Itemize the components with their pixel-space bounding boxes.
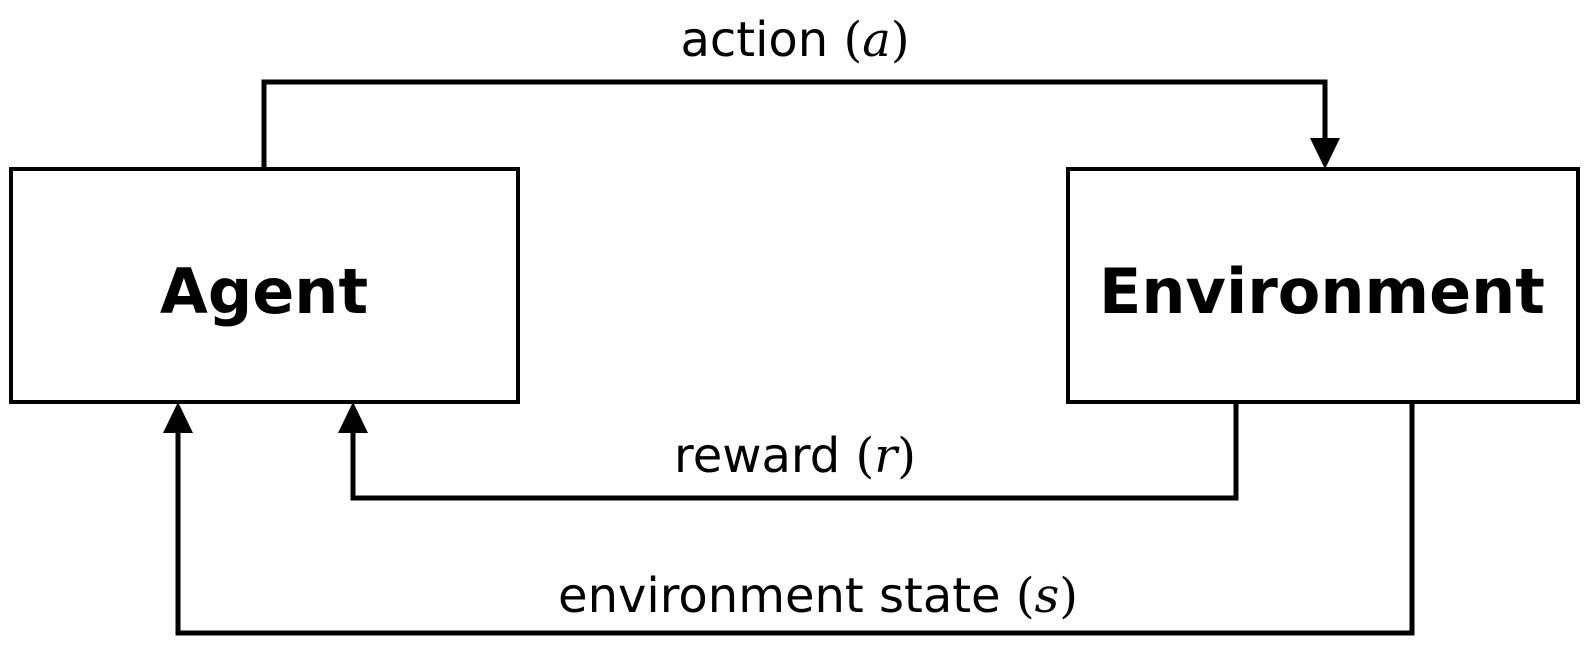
action-connector <box>261 79 1328 169</box>
action-edge <box>261 79 1340 169</box>
agent-label: Agent <box>160 255 368 328</box>
reward-edge <box>338 402 1239 501</box>
state-connector <box>175 402 1415 636</box>
state-edge <box>163 402 1415 636</box>
reward-connector <box>350 402 1239 501</box>
agent-box <box>9 167 520 404</box>
action-label: action (a) <box>680 12 909 68</box>
state-label: environment state (s) <box>558 568 1078 624</box>
environment-label: Environment <box>1099 255 1545 328</box>
reward-arrowhead <box>338 402 368 433</box>
reward-label: reward (r) <box>674 428 916 484</box>
state-arrowhead <box>163 402 193 433</box>
environment-box <box>1066 167 1580 404</box>
action-arrowhead <box>1310 138 1340 169</box>
